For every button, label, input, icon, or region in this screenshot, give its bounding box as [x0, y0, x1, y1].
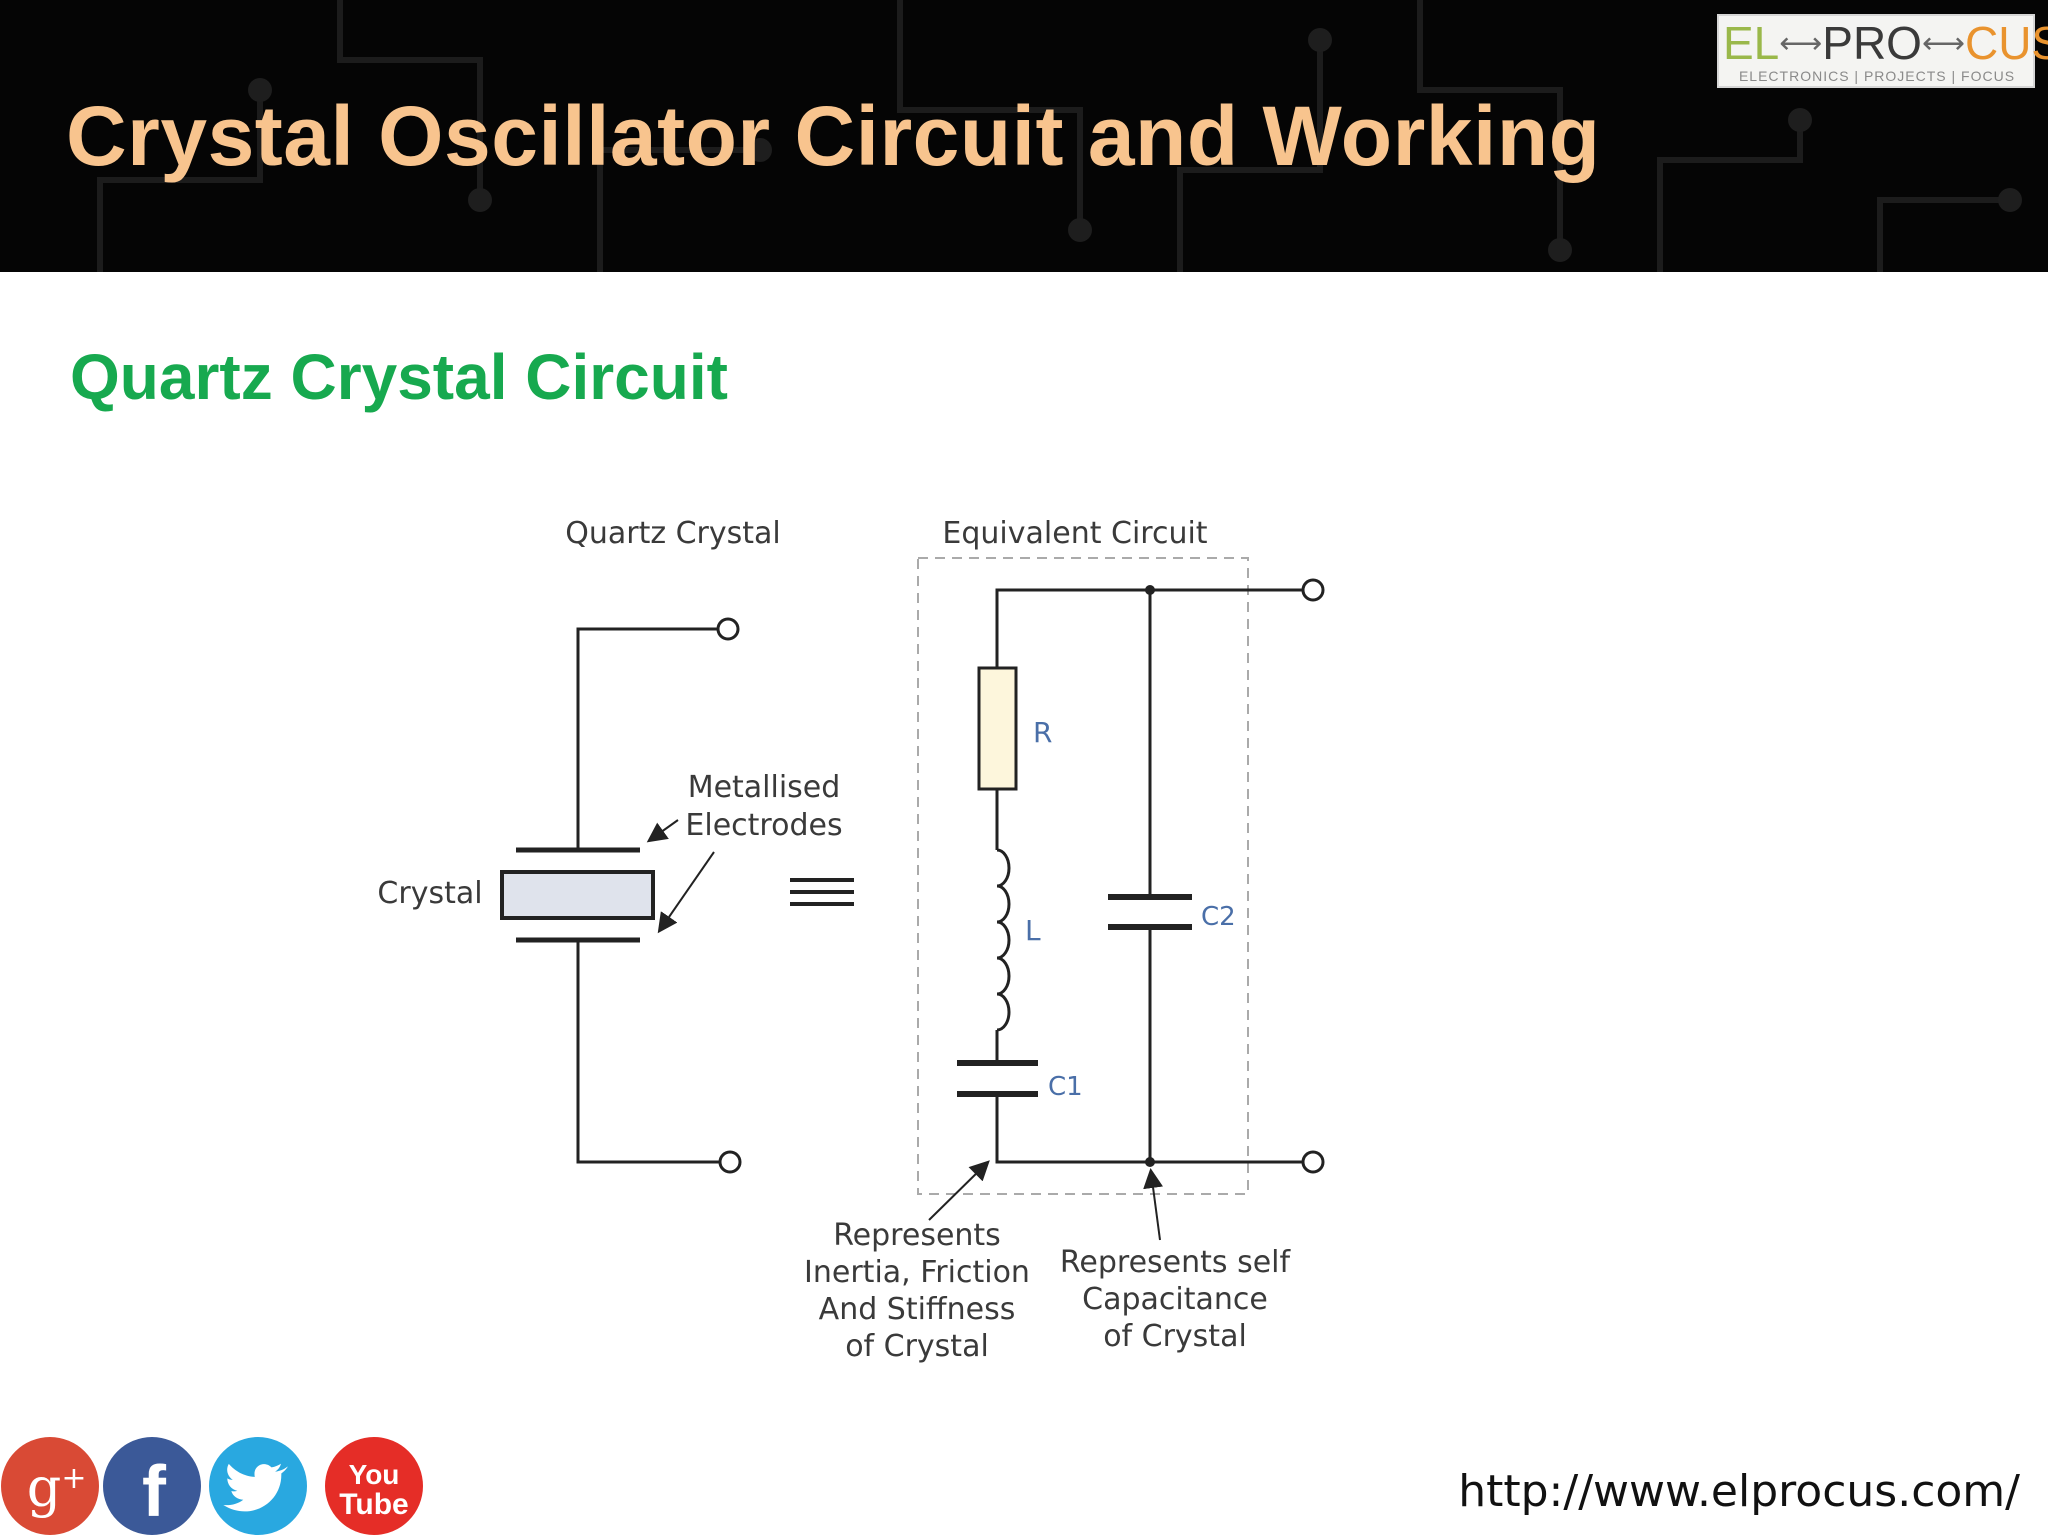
inductor-l: [996, 848, 1011, 1032]
slide-title: Crystal Oscillator Circuit and Working: [66, 89, 1601, 183]
footer-url-link[interactable]: http://www.elprocus.com/: [1458, 1466, 2020, 1517]
series-note-line2: Inertia, Friction: [804, 1255, 1030, 1290]
parallel-note-arrow: [1143, 1168, 1164, 1241]
series-note-line4: of Crystal: [845, 1329, 989, 1364]
quartz-crystal-title: Quartz Crystal: [565, 516, 781, 551]
logo-pro: PRO: [1822, 17, 1922, 69]
crystal-bottom-terminal: [718, 1150, 742, 1174]
equivalent-bottom-terminal: [1301, 1150, 1325, 1174]
top-junction-dot: [1145, 585, 1155, 595]
bottom-rail: [995, 1094, 1302, 1164]
c1-label: C1: [1048, 1072, 1083, 1102]
electrodes-label-line1: Metallised: [688, 770, 841, 805]
series-note-arrow: [928, 1160, 990, 1221]
section-title: Quartz Crystal Circuit: [70, 341, 728, 413]
bottom-junction-dot: [1145, 1157, 1155, 1167]
series-note-line1: Represents: [833, 1218, 1001, 1253]
parallel-note-line1: Represents self: [1060, 1245, 1292, 1280]
svg-text:f: f: [142, 1452, 167, 1532]
equivalent-top-terminal: [1301, 578, 1325, 602]
c2-label: C2: [1201, 902, 1236, 932]
top-rail: [995, 588, 1302, 668]
logo-el: EL: [1723, 17, 1780, 69]
parallel-note: Represents self Capacitance of Crystal: [1060, 1245, 1292, 1354]
inductor-label: L: [1025, 914, 1041, 947]
facebook-icon[interactable]: f: [102, 1436, 202, 1536]
equivalent-circuit-wiring: [957, 578, 1325, 1174]
crystal-top-lead: [576, 627, 727, 849]
equivalent-circuit-box: [917, 557, 1249, 1195]
twitter-icon[interactable]: [208, 1436, 308, 1536]
series-note-line3: And Stiffness: [819, 1292, 1016, 1327]
logo-arrow-icon: ⟷: [1921, 27, 1965, 60]
elprocus-logo: EL⟷PRO⟷CUS ELECTRONICS | PROJECTS | FOCU…: [1717, 14, 2048, 88]
google-plus-icon[interactable]: g +: [0, 1436, 100, 1536]
logo-cus: CUS: [1964, 17, 2048, 69]
resistor-r: [977, 666, 1018, 791]
svg-text:+: +: [61, 1461, 86, 1496]
youtube-text-tube: Tube: [339, 1488, 408, 1521]
crystal-bottom-lead: [576, 940, 720, 1164]
parallel-note-line2: Capacitance: [1082, 1282, 1268, 1317]
parallel-note-line3: of Crystal: [1103, 1319, 1247, 1354]
logo-arrow-icon: ⟷: [1779, 27, 1823, 60]
youtube-icon[interactable]: You Tube: [324, 1436, 424, 1536]
circuit-texture-background: [97, 0, 2022, 272]
header-banner: Crystal Oscillator Circuit and Working E…: [0, 0, 2048, 272]
crystal-label: Crystal: [377, 876, 482, 911]
resistor-label: R: [1033, 716, 1052, 749]
logo-wordmark: EL⟷PRO⟷CUS: [1723, 17, 2048, 69]
electrode-arrow-bottom: [657, 851, 715, 934]
equivalent-circuit-title: Equivalent Circuit: [942, 516, 1207, 551]
youtube-text-you: You: [349, 1459, 400, 1490]
crystal-body: [500, 870, 655, 920]
crystal-top-terminal: [716, 617, 740, 641]
crystal-symbol: [500, 617, 742, 1174]
equivalence-symbol: [790, 878, 854, 906]
logo-tagline: ELECTRONICS | PROJECTS | FOCUS: [1738, 68, 2016, 84]
svg-text:g: g: [27, 1456, 62, 1519]
electrode-arrow-top: [646, 819, 679, 843]
electrodes-label-line2: Electrodes: [685, 808, 842, 843]
series-note: Represents Inertia, Friction And Stiffne…: [804, 1218, 1030, 1364]
